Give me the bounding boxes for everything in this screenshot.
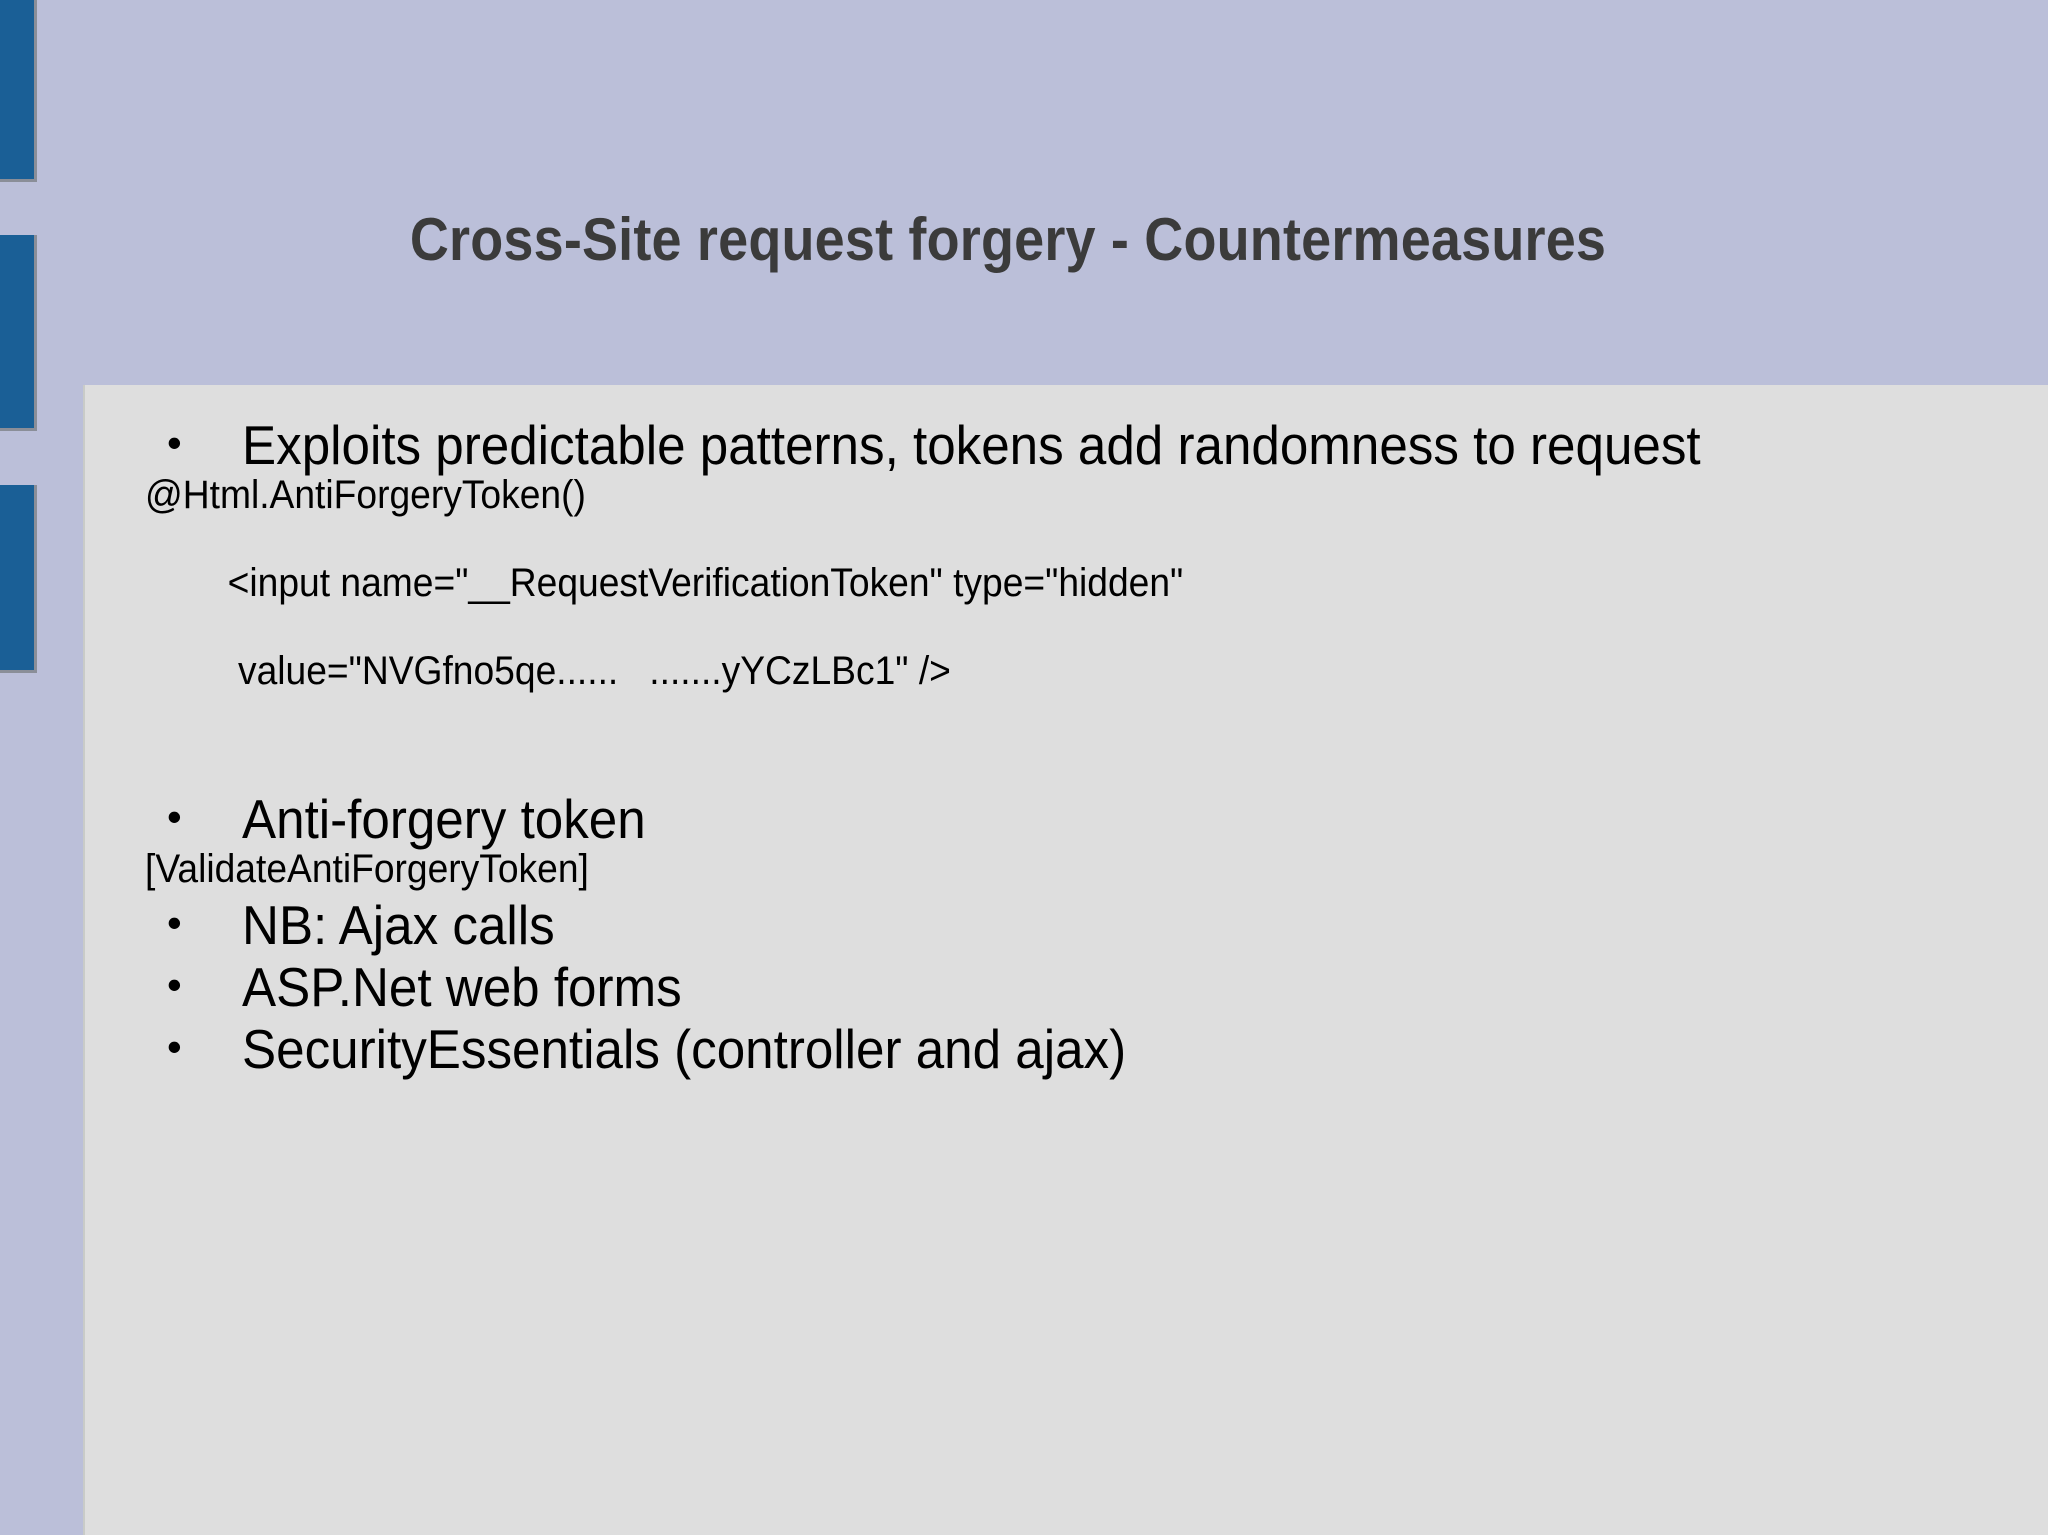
bullet-item-label: ASP.Net web forms: [242, 956, 682, 1019]
accent-block-bottom: [0, 485, 37, 673]
bullet-item-security-essentials: • SecurityEssentials (controller and aja…: [145, 1021, 2015, 1077]
bullet-item-label: Exploits predictable patterns, tokens ad…: [242, 414, 1701, 476]
bullet-item-exploits: • Exploits predictable patterns, tokens …: [145, 417, 2015, 473]
bullet-item-aspnet-web-forms: • ASP.Net web forms: [145, 959, 2015, 1015]
bullet-point-icon: •: [167, 961, 182, 1009]
code-line-html-antiforgerytoken: @Html.AntiForgeryToken(): [145, 473, 586, 518]
bullet-point-icon: •: [167, 793, 182, 841]
bullet-item-ajax-calls: • NB: Ajax calls: [145, 897, 2015, 953]
bullet-item-label: NB: Ajax calls: [242, 894, 555, 957]
bullet-list: • Exploits predictable patterns, tokens …: [145, 417, 2015, 1078]
bullet-point-icon: •: [167, 419, 182, 466]
code-line-input-token-line2: value="NVGfno5qe...... .......yYCzLBc1" …: [238, 649, 951, 694]
accent-block-top: [0, 0, 37, 182]
accent-block-middle: [0, 235, 37, 431]
bullet-point-icon: •: [167, 1023, 182, 1071]
slide-header-band: [0, 0, 2048, 385]
bullet-item-label: Anti-forgery token: [242, 788, 646, 851]
code-line-validate-attribute: [ValidateAntiForgeryToken]: [145, 847, 589, 892]
slide-content-panel: • Exploits predictable patterns, tokens …: [83, 385, 2048, 1535]
code-line-input-token-line1: <input name="__RequestVerificationToken"…: [227, 561, 1184, 606]
bullet-item-label: SecurityEssentials (controller and ajax): [242, 1018, 1127, 1081]
bullet-point-icon: •: [167, 899, 182, 947]
slide-title: Cross-Site request forgery - Countermeas…: [409, 206, 1607, 273]
code-line-input-token: <input name="__RequestVerificationToken"…: [145, 517, 2015, 781]
bullet-item-anti-forgery-token: • Anti-forgery token: [145, 791, 2015, 847]
